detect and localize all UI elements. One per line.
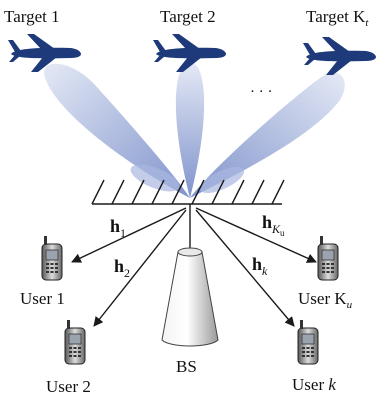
channel-label-hk: hk: [252, 254, 268, 278]
user-2-label: User 2: [46, 377, 91, 396]
channel-arrow-h2: [93, 209, 187, 327]
ellipsis-text: · · ·: [250, 84, 273, 100]
channel-label-hku: hKu: [262, 212, 285, 238]
channel-arrow-h1: [71, 207, 187, 263]
beam-to-target-2: [175, 63, 205, 198]
target-1-label: Target 1: [4, 7, 60, 26]
user-1-label: User 1: [20, 289, 65, 308]
antenna-array: [91, 179, 285, 205]
user-k-label: User k: [292, 375, 336, 394]
target-kt-label: Target Kt: [306, 7, 369, 29]
user-ku-phone-icon: [317, 235, 339, 281]
beam-sidelobe-right: [199, 166, 245, 194]
airplane-target-2-icon: [153, 34, 226, 72]
beam-pattern: [44, 63, 345, 198]
bs-label: BS: [176, 357, 197, 376]
airplane-target-kt-icon: [303, 37, 376, 75]
beam-to-target-kt: [190, 72, 345, 198]
channel-label-h2: h2: [114, 256, 130, 280]
user-k-phone-icon: [297, 319, 319, 365]
target-2-label: Target 2: [160, 7, 216, 26]
user-ku-label: User Ku: [298, 289, 353, 311]
user-2-phone-icon: [64, 319, 86, 365]
beam-sidelobe-left: [130, 164, 180, 192]
beam-to-target-1: [44, 63, 190, 198]
channel-label-h1: h1: [110, 216, 126, 240]
base-station-tower-icon: [161, 247, 219, 347]
channel-arrow-hk: [195, 209, 295, 327]
user-1-phone-icon: [41, 235, 63, 281]
channel-arrow-hku: [195, 207, 317, 263]
airplane-target-1-icon: [8, 34, 81, 72]
